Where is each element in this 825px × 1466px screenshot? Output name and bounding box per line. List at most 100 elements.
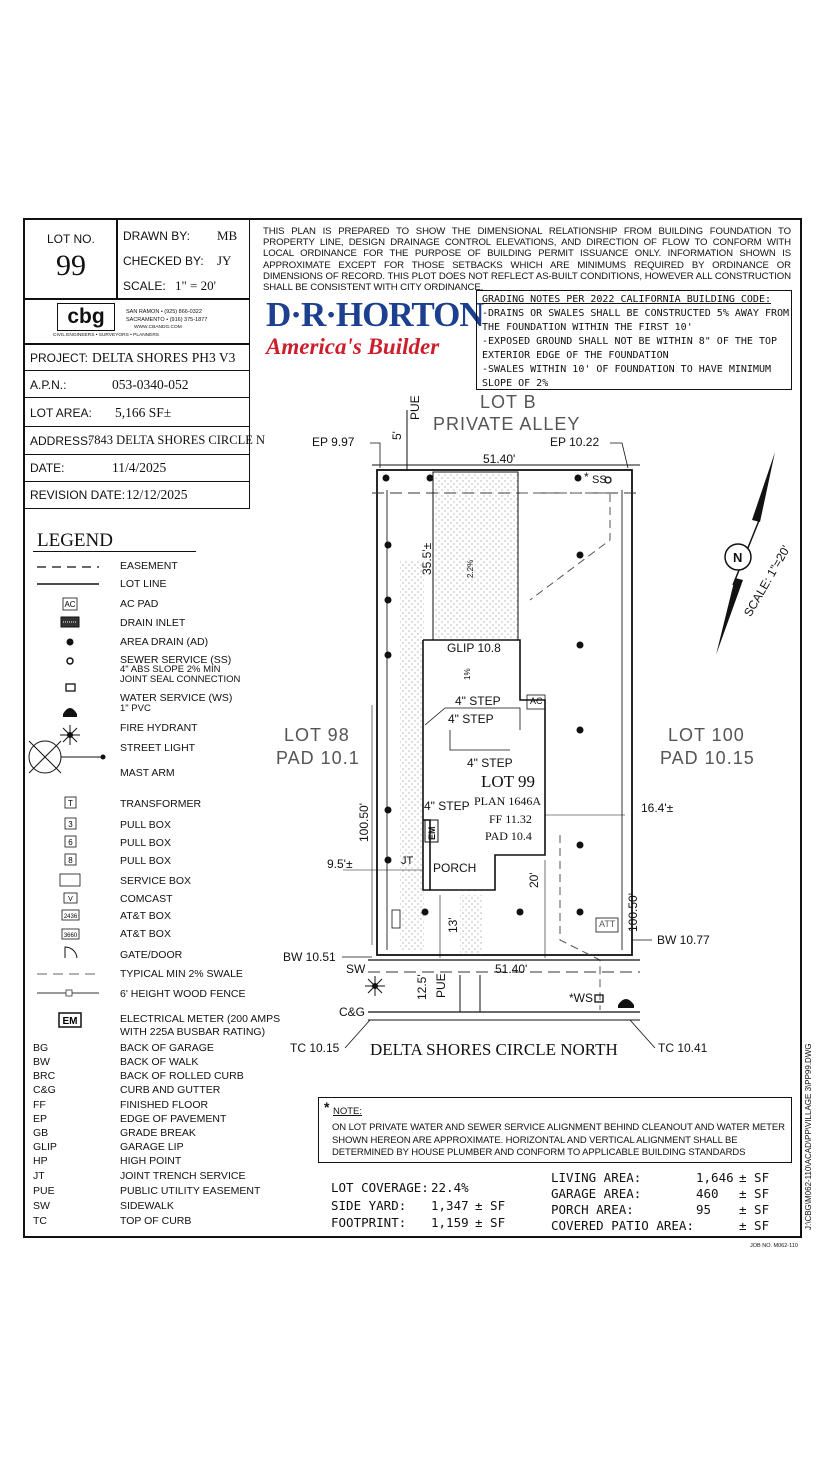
checked-by-value: JY (217, 253, 232, 268)
lot-area-label: LOT AREA: (30, 406, 92, 420)
driveway-depth-dimension: 35.5'± (420, 542, 434, 575)
company-logo-box: cbg CIVIL ENGINEERS • SURVEYORS • PLANNE… (23, 298, 250, 345)
abbr-code: C&G (33, 1084, 56, 1096)
lot-no-value: 99 (56, 249, 86, 282)
legend-item-label: AT&T BOX (120, 910, 171, 922)
project-info-box: PROJECT: DELTA SHORES PH3 V3 A.P.N.: 053… (23, 343, 265, 509)
joint-trench-label: JT (401, 855, 414, 867)
covered-patio-area-unit: ± SF (739, 1218, 770, 1233)
legend-item-label: COMCAST (120, 893, 173, 905)
abbr-meaning: BACK OF ROLLED CURB (120, 1070, 244, 1082)
grading-note-line: THE FOUNDATION WITHIN THE FIRST 10' (482, 322, 693, 333)
site-plan-drawing (342, 410, 775, 1049)
abbr-code: JT (33, 1170, 45, 1182)
builder-tagline: America's Builder (266, 334, 440, 359)
grading-note-line: -SWALES WITHIN 10' OF FOUNDATION TO HAVE… (482, 364, 771, 375)
svg-text:3660: 3660 (64, 933, 78, 939)
pad-elevation-label: PAD 10.4 (485, 829, 532, 843)
abbr-code: HP (33, 1155, 48, 1167)
top-width-dimension: 51.40' (483, 452, 516, 466)
lot-coverage-label: LOT COVERAGE: (331, 1180, 429, 1195)
drawn-by-label: DRAWN BY: (123, 229, 190, 243)
abbr-code: SW (33, 1200, 50, 1212)
svg-text:EM: EM (63, 1016, 78, 1027)
curb-gutter-label: C&G (339, 1005, 366, 1019)
att-box-label: ATT (599, 919, 616, 929)
apn-label: A.P.N.: (30, 378, 67, 392)
abbr-meaning: GARAGE LIP (120, 1141, 184, 1153)
svg-text:AC: AC (64, 600, 75, 609)
side-yard-unit: ± SF (475, 1198, 506, 1213)
garage-area-value: 460 (696, 1186, 719, 1201)
slope-label: 1% (463, 668, 472, 680)
company-web: WWW.CBANDG.COM (134, 325, 182, 330)
street-name-label: DELTA SHORES CIRCLE NORTH (370, 1040, 618, 1059)
abbr-meaning: GRADE BREAK (120, 1127, 196, 1139)
address-label: ADDRESS: (30, 434, 92, 448)
note-star: * (324, 1099, 330, 1115)
abbr-meaning: TOP OF CURB (120, 1215, 192, 1227)
lot-area-value: 5,166 SF± (115, 405, 172, 420)
legend-item-label: LOT LINE (120, 578, 167, 590)
finished-floor-label: FF 11.32 (489, 812, 532, 826)
plot-plan-sheet (23, 218, 802, 1238)
svg-text:3: 3 (68, 820, 73, 829)
note-box: * NOTE: ON LOT PRIVATE WATER AND SEWER S… (318, 1097, 792, 1163)
legend-list: AC T 3 6 8 V 2436 3660 (23, 556, 280, 1246)
abbr-code: GLIP (33, 1141, 57, 1153)
step-label: 4" STEP (467, 756, 513, 770)
electrical-meter-label: EM (427, 826, 437, 841)
grading-note-line: -DRAINS OR SWALES SHALL BE CONSTRUCTED 5… (482, 308, 790, 319)
grading-notes-title: GRADING NOTES PER 2022 CALIFORNIA BUILDI… (482, 294, 771, 305)
file-path-label: J:\CBG\M062-110\ACAD\PP\VILLAGE 3\PP99.D… (804, 1043, 813, 1230)
abbr-meaning: JOINT TRENCH SERVICE (120, 1170, 246, 1182)
legend-item-sublabel: 1" PVC (120, 703, 151, 714)
footprint-value: 1,159 (431, 1215, 469, 1230)
company-office-1: SAN RAMON • (925) 866-0322 (126, 309, 202, 315)
svg-text:6: 6 (68, 838, 73, 847)
address-value: 7843 DELTA SHORES CIRCLE N (88, 433, 266, 447)
ac-pad-label: AC (530, 696, 543, 706)
abbr-code: BRC (33, 1070, 56, 1082)
svg-text:T: T (68, 799, 73, 808)
porch-area-unit: ± SF (739, 1202, 770, 1217)
abbr-meaning: HIGH POINT (120, 1155, 182, 1167)
private-alley-label: PRIVATE ALLEY (433, 414, 581, 434)
back-of-walk-right: BW 10.77 (657, 933, 710, 947)
revision-date-value: 12/12/2025 (126, 487, 188, 502)
porch-setback-dimension: 13' (446, 917, 460, 933)
revision-date-label: REVISION DATE: (30, 488, 126, 502)
pue-top-label: PUE (408, 395, 422, 420)
step-label: 4" STEP (424, 799, 470, 813)
drawn-by-value: MB (217, 228, 238, 243)
legend-item-label: AT&T BOX (120, 928, 171, 940)
abbr-code: GB (33, 1127, 49, 1139)
svg-text:8: 8 (68, 856, 73, 865)
lot-b-label: LOT B (480, 392, 537, 412)
porch-label: PORCH (433, 861, 477, 875)
lot-name-label: LOT 99 (481, 772, 535, 791)
legend-item-label: AC PAD (120, 598, 159, 610)
date-label: DATE: (30, 461, 65, 475)
abbr-code: BG (33, 1042, 49, 1054)
north-label: N (733, 550, 743, 565)
abbr-code: PUE (33, 1185, 55, 1197)
legend-item-label: PULL BOX (120, 819, 171, 831)
abbr-meaning: PUBLIC UTILITY EASEMENT (120, 1185, 261, 1197)
abbr-code: BW (33, 1056, 50, 1068)
legend-item-label: ELECTRICAL METER (200 AMPS WITH 225A BUS… (120, 1013, 281, 1038)
cbg-logo: cbg (57, 303, 115, 331)
checked-by-label: CHECKED BY: (123, 254, 204, 268)
legend-item-label: TRANSFORMER (120, 798, 202, 810)
legend-item-label: PULL BOX (120, 837, 171, 849)
abbr-meaning: SIDEWALK (120, 1200, 174, 1212)
legend-item-label: TYPICAL MIN 2% SWALE (120, 968, 243, 980)
legend-item-label: DRAIN INLET (120, 617, 186, 629)
legend-item-sublabel: 4" ABS SLOPE 2% MIN JOINT SEAL CONNECTIO… (120, 664, 241, 685)
lot-98-label: LOT 98 (284, 725, 350, 745)
legend-item-label: AREA DRAIN (AD) (120, 636, 209, 648)
lot-coverage-value: 22.4% (431, 1180, 469, 1195)
plan-name-label: PLAN 1646A (474, 794, 542, 808)
side-setback-right: 16.4'± (641, 801, 674, 815)
legend-title: LEGEND (37, 530, 113, 551)
